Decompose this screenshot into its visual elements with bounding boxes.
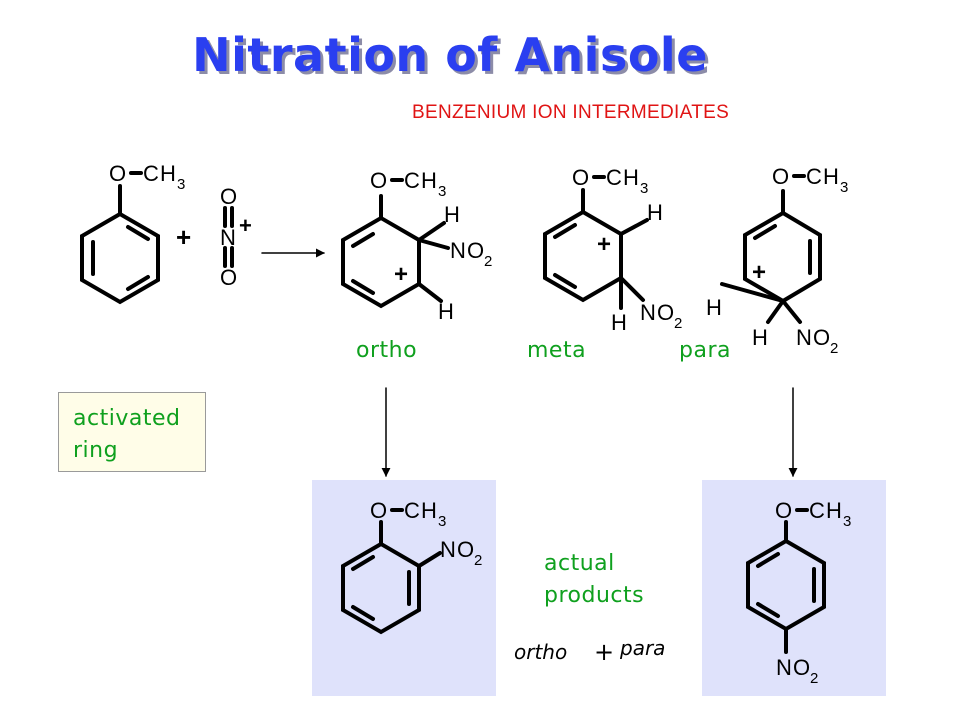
para-int-h: H	[823, 164, 839, 189]
ortho-int-c: C	[404, 168, 420, 193]
para-product-ring	[746, 508, 826, 654]
para-int-3: 3	[840, 179, 848, 196]
para-int-h-left: H	[706, 295, 722, 320]
ortho-product-ring	[341, 508, 442, 635]
ortho-int-2: 2	[484, 253, 492, 270]
para-int-charge: +	[752, 259, 766, 286]
ortho-intermediate-ring	[341, 178, 450, 309]
anisole-h: H	[160, 161, 176, 186]
ortho-int-h: H	[421, 168, 437, 193]
anisole-ring	[80, 171, 160, 305]
ortho-prod-2: 2	[474, 552, 482, 569]
activated-line-1: activated	[73, 406, 181, 431]
para-prod-2: 2	[810, 670, 818, 687]
page-title: Nitration of Anisole	[192, 28, 708, 82]
para-int-2: 2	[830, 340, 838, 357]
meta-label: meta	[527, 338, 587, 363]
meta-int-2: 2	[674, 315, 682, 332]
meta-int-c: C	[606, 165, 622, 190]
ortho-prod-o: O	[370, 498, 387, 523]
para-int-c: C	[806, 164, 822, 189]
ortho-int-n: N	[450, 238, 466, 263]
para-intermediate-ring	[720, 174, 822, 324]
para-prod-o: O	[775, 498, 792, 523]
ortho-int-3: 3	[438, 183, 446, 200]
nitronium-o-bottom: O	[220, 265, 237, 290]
ortho-italic-label: ortho	[514, 640, 568, 664]
activated-line-2: ring	[73, 438, 119, 463]
para-int-o: O	[772, 164, 789, 189]
meta-int-o: O	[572, 165, 589, 190]
ortho-prod-n: N	[440, 537, 456, 562]
para-prod-3: 3	[843, 513, 851, 530]
meta-int-charge: +	[597, 231, 611, 258]
plus-reagent: +	[176, 222, 191, 252]
ortho-int-h-top: H	[444, 202, 460, 227]
meta-int-3: 3	[640, 180, 648, 197]
product-plus-sign: +	[594, 638, 615, 666]
para-int-o2: O	[813, 325, 830, 350]
ortho-prod-c: C	[404, 498, 420, 523]
nitronium-n: N	[220, 225, 236, 250]
nitronium-bonds	[223, 206, 234, 268]
nitronium-o-top: O	[220, 184, 237, 209]
ortho-int-h-bottom: H	[438, 299, 454, 324]
ortho-prod-o2: O	[457, 537, 474, 562]
meta-int-h-top: H	[647, 200, 663, 225]
meta-int-n: N	[640, 300, 656, 325]
activated-ring-box: activated ring	[58, 392, 206, 472]
meta-int-h: H	[623, 165, 639, 190]
anisole-o: O	[109, 161, 126, 186]
anisole-3: 3	[177, 176, 185, 193]
subtitle-benzenium-intermediates: BENZENIUM ION INTERMEDIATES	[412, 102, 730, 123]
activated-ring-label: activated ring	[73, 403, 180, 467]
para-prod-h: H	[826, 498, 842, 523]
anisole-c: C	[143, 161, 159, 186]
para-product-panel	[702, 480, 886, 696]
ortho-label: ortho	[356, 338, 418, 363]
nitronium-charge: +	[239, 213, 252, 238]
actual-line-1: actual	[544, 551, 615, 576]
para-prod-o2: O	[793, 655, 810, 680]
meta-int-h-bottom: H	[611, 310, 627, 335]
actual-line-2: products	[544, 583, 645, 608]
ortho-int-o: O	[370, 168, 387, 193]
ortho-prod-3: 3	[438, 513, 446, 530]
meta-intermediate-ring	[543, 175, 649, 310]
para-int-h-bottom: H	[752, 325, 768, 350]
ortho-int-charge: +	[394, 261, 408, 288]
ortho-prod-h: H	[421, 498, 437, 523]
meta-int-o2: O	[657, 300, 674, 325]
para-prod-n: N	[776, 655, 792, 680]
para-label: para	[679, 338, 731, 363]
para-int-n: N	[796, 325, 812, 350]
para-prod-c: C	[809, 498, 825, 523]
para-italic-label: para	[620, 636, 666, 660]
actual-products-label: actual products	[544, 548, 644, 612]
ortho-int-o2: O	[467, 238, 484, 263]
